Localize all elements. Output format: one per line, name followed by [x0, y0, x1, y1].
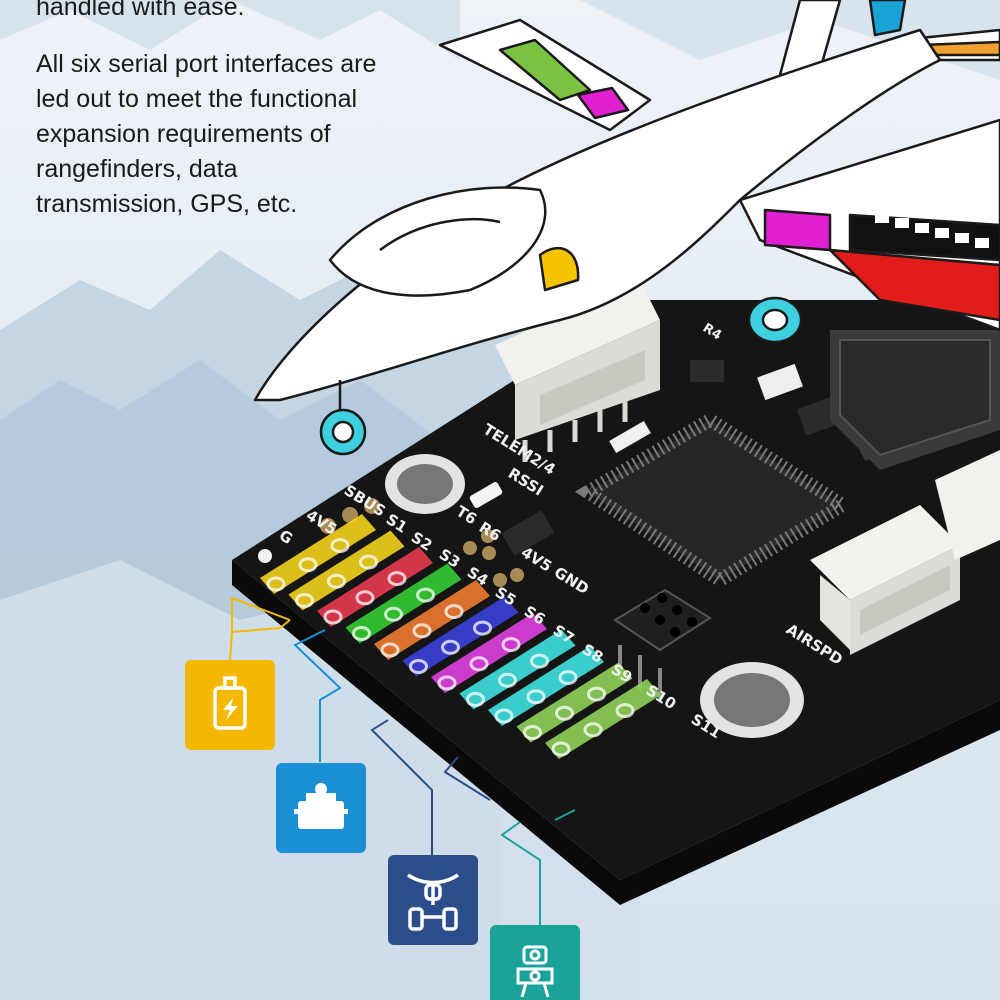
- pin-hole: [494, 708, 514, 724]
- flight-controller-board: TELEM2/4 RSSI SBUS 4V5 G T6 R6 4V5 GND R…: [232, 280, 1000, 905]
- pin-hole: [526, 689, 546, 705]
- pin-row: [260, 514, 376, 594]
- pin-hole: [327, 573, 346, 589]
- pin-hole: [359, 554, 378, 570]
- pin-hole: [266, 576, 286, 592]
- pin-row: [488, 646, 604, 726]
- pin-hole: [409, 659, 428, 674]
- pin-row: [345, 563, 462, 644]
- pin-hole: [551, 741, 571, 757]
- pin-hole: [523, 725, 542, 740]
- airplane-illustration: [253, 0, 1000, 456]
- pin-row: [459, 629, 576, 710]
- telem-connector: [495, 280, 660, 462]
- caption-line: rangefinders, data: [36, 155, 238, 183]
- landing-gear-icon: [388, 855, 478, 945]
- pin-hole: [558, 670, 578, 686]
- pin-hole: [295, 593, 314, 608]
- pin-row: [545, 679, 661, 759]
- pin-hole: [473, 620, 492, 636]
- pin-row: [402, 596, 519, 677]
- pin-hole: [412, 623, 432, 639]
- pin-hole: [330, 538, 350, 554]
- pin-hole: [298, 557, 318, 573]
- pin-hole: [444, 604, 464, 620]
- pin-hole: [466, 692, 485, 707]
- pin-hole: [380, 642, 400, 658]
- pin-hole: [615, 703, 635, 719]
- callout-lines: [229, 596, 576, 925]
- caption-line: All six serial port interfaces are: [36, 50, 377, 78]
- description-text: handled with ease. All six serial port i…: [36, 0, 476, 222]
- pin-hole: [441, 639, 460, 655]
- pin-hole: [416, 587, 435, 603]
- caption-line: expansion requirements of: [36, 120, 331, 148]
- caption-line: transmission, GPS, etc.: [36, 190, 298, 218]
- pin-row: [374, 580, 490, 660]
- motor-icon: [185, 660, 275, 750]
- pin-hole: [323, 609, 343, 625]
- pin-hole: [352, 626, 371, 641]
- pin-hole: [355, 590, 375, 606]
- gimbal-icon: [490, 925, 580, 1000]
- pin-hole: [437, 675, 457, 691]
- pin-hole: [530, 653, 549, 669]
- airspd-connector: [810, 505, 960, 655]
- servo-icon: [276, 763, 366, 853]
- caption-paragraph: All six serial port interfaces are led o…: [36, 47, 476, 222]
- pin-hole: [387, 571, 407, 587]
- pin-row: [288, 530, 405, 611]
- pin-hole: [583, 722, 603, 738]
- servo-pin-rows: [260, 514, 661, 759]
- mcu-chip: [574, 411, 856, 589]
- pin-row: [431, 613, 547, 693]
- pin-row: [516, 662, 633, 743]
- caption-line: led out to meet the functional: [36, 85, 358, 113]
- pin-hole: [498, 672, 517, 688]
- pin-hole: [555, 705, 574, 721]
- pin-hole: [587, 686, 606, 702]
- pin-hole: [501, 637, 521, 653]
- caption-line-top: handled with ease.: [36, 0, 245, 21]
- pin-hole: [469, 656, 489, 672]
- pin-hole: [384, 606, 403, 622]
- pin-row: [317, 547, 433, 627]
